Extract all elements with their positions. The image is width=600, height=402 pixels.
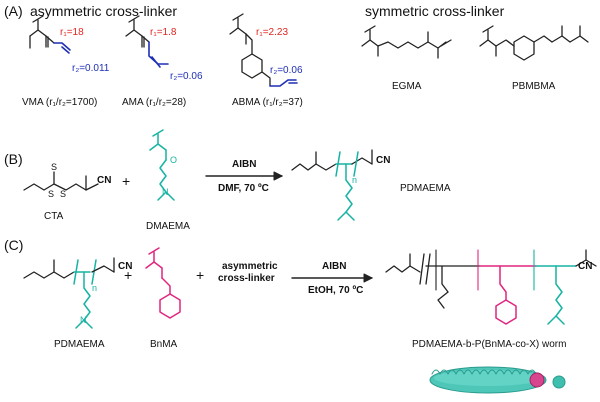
bnma-structure xyxy=(145,247,181,319)
aibn-c: AIBN xyxy=(322,261,347,272)
reaction-arrow-c xyxy=(291,273,373,283)
worm-illustration xyxy=(429,366,566,394)
ama-r1: r₁=1.8 xyxy=(150,27,177,38)
macro-cta-n: N xyxy=(80,315,87,325)
dmaema-n: N xyxy=(162,187,169,197)
pdmaema-macro-label: PDMAEMA xyxy=(54,339,105,350)
cta-cn: CN xyxy=(97,175,112,186)
abma-r2: r₂=0.06 xyxy=(270,65,303,76)
cta-s-atom-3: S xyxy=(51,162,58,172)
vma-structure xyxy=(29,15,71,54)
cta-s-atom-2: S xyxy=(60,189,67,199)
abma-label: ABMA (r₁/r₂=37) xyxy=(232,97,303,108)
conditions-b: DMF, 70 ºC xyxy=(218,183,269,194)
egma-structure xyxy=(361,25,452,59)
ama-structure xyxy=(125,15,169,68)
dmaema-label: DMAEMA xyxy=(146,221,190,232)
symmetric-title: symmetric cross-linker xyxy=(365,3,505,19)
cta-structure xyxy=(23,171,99,191)
ama-label: AMA (r₁/r₂=28) xyxy=(122,97,187,108)
block-copolymer-structure xyxy=(385,249,597,325)
conditions-c: EtOH, 70 ºC xyxy=(308,285,364,296)
asymmetric-title: asymmetric cross-linker xyxy=(30,3,178,19)
ama-r2: r₂=0.06 xyxy=(170,71,203,82)
pdmaema-product-structure xyxy=(291,149,373,221)
crosslinker-line-1: asymmetric xyxy=(222,261,278,272)
plus-c-1: + xyxy=(124,267,133,283)
panel-a-label: (A) xyxy=(4,3,23,19)
macro-cta-n-subscript: n xyxy=(92,283,98,293)
panel-b-label: (B) xyxy=(4,151,23,167)
macro-cta-structure xyxy=(23,257,115,329)
cta-label: CTA xyxy=(44,211,64,222)
bnma-label: BnMA xyxy=(150,339,178,350)
panel-c-label: (C) xyxy=(4,237,24,253)
reaction-arrow-b xyxy=(205,171,283,181)
macro-cta-cn: CN xyxy=(118,261,133,272)
pbmbma-structure xyxy=(479,25,589,61)
pdmaema-label: PDMAEMA xyxy=(400,183,451,194)
dmaema-structure xyxy=(149,129,175,201)
copolymer-cn: CN xyxy=(578,261,593,272)
cta-s-atom: S xyxy=(48,189,55,199)
vma-label: VMA (r₁/r₂=1700) xyxy=(22,97,98,108)
product-b-cn: CN xyxy=(376,155,391,166)
egma-label: EGMA xyxy=(392,81,422,92)
plus-c-2: + xyxy=(196,267,205,283)
worm-product-label: PDMAEMA-b-P(BnMA-co-X) worm xyxy=(412,339,567,350)
dmaema-o: O xyxy=(170,155,178,165)
crosslinker-line-2: cross-linker xyxy=(218,273,275,284)
vma-r2: r₂=0.011 xyxy=(72,63,110,74)
abma-r1: r₁=2.23 xyxy=(256,27,289,38)
plus-b: + xyxy=(122,173,131,189)
aibn-b: AIBN xyxy=(232,159,257,170)
pbmbma-label: PBMBMA xyxy=(512,81,556,92)
vma-r1: r₁=18 xyxy=(60,27,84,38)
product-b-n-subscript: n xyxy=(352,175,358,185)
abma-structure xyxy=(229,13,298,87)
